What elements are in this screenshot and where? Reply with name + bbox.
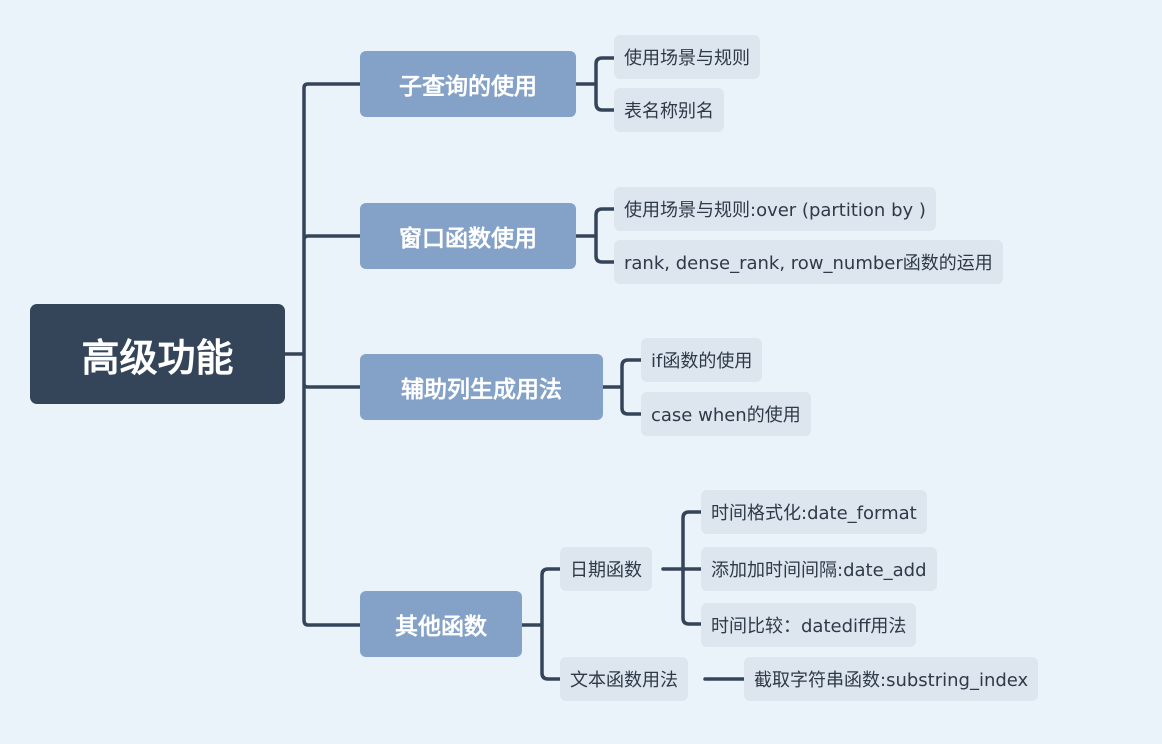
branch-1-connector: [574, 56, 616, 112]
group-1-connector: [661, 510, 703, 626]
leaf-if-function[interactable]: if函数的使用: [641, 338, 763, 382]
root-connector: [283, 82, 362, 627]
leaf-table-alias[interactable]: 表名称别名: [614, 88, 724, 132]
leaf-case-when[interactable]: case when的使用: [641, 392, 811, 436]
branch-other-functions[interactable]: 其他函数: [360, 591, 522, 657]
branch-4-connector: [520, 567, 562, 681]
group-text-functions[interactable]: 文本函数用法: [560, 657, 688, 701]
leaf-window-rules[interactable]: 使用场景与规则:over (partition by ): [614, 187, 936, 231]
root-topic[interactable]: 高级功能: [30, 304, 285, 404]
leaf-subquery-rules[interactable]: 使用场景与规则: [614, 35, 760, 79]
branch-window-functions[interactable]: 窗口函数使用: [360, 203, 576, 269]
leaf-datediff[interactable]: 时间比较：datediff用法: [701, 603, 917, 647]
leaf-date-format[interactable]: 时间格式化:date_format: [701, 490, 927, 534]
leaf-substring-index[interactable]: 截取字符串函数:substring_index: [744, 657, 1039, 701]
branch-2-connector: [574, 207, 616, 264]
branch-3-connector: [601, 358, 643, 416]
branch-subquery[interactable]: 子查询的使用: [360, 51, 576, 117]
leaf-date-add[interactable]: 添加加时间间隔:date_add: [701, 547, 937, 591]
branch-helper-columns[interactable]: 辅助列生成用法: [360, 354, 603, 420]
leaf-rank-functions[interactable]: rank, dense_rank, row_number函数的运用: [614, 240, 1003, 284]
group-date-functions[interactable]: 日期函数: [560, 547, 652, 591]
